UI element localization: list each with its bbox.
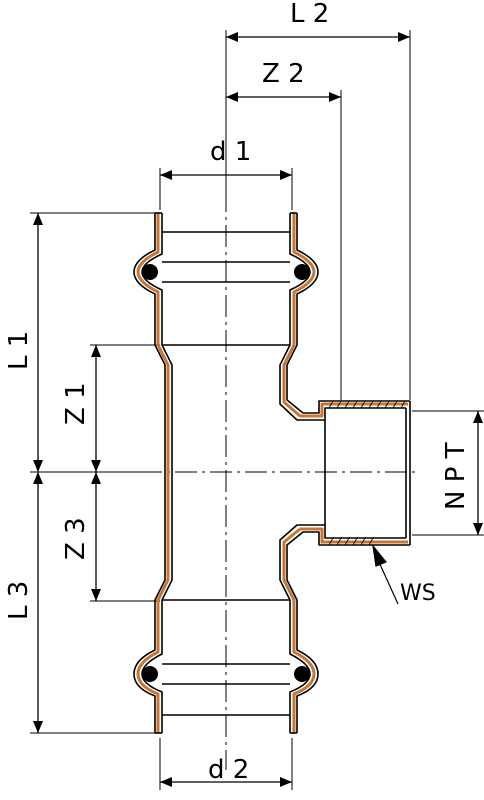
ws-leader: [372, 543, 399, 605]
label-L3: L 3: [4, 581, 34, 620]
centerlines: [140, 190, 420, 770]
o-ring-seals: [142, 264, 310, 682]
o-ring-top-right: [294, 264, 310, 280]
fitting-wall: [136, 213, 408, 733]
o-ring-top-left: [142, 264, 158, 280]
extension-lines: [30, 30, 484, 790]
label-L1: L 1: [4, 331, 34, 370]
dimension-lines: [33, 32, 483, 787]
fitting-outline: [133, 212, 411, 734]
label-WS: WS: [400, 581, 436, 606]
label-d1: d 1: [210, 137, 251, 167]
o-ring-bottom-left: [142, 666, 158, 682]
label-L2: L 2: [290, 0, 329, 29]
o-ring-bottom-right: [294, 666, 310, 682]
label-Z3: Z 3: [61, 517, 91, 560]
label-d2: d 2: [208, 755, 249, 785]
label-NPT: N P T: [441, 442, 471, 510]
thread-hatching: [328, 400, 406, 546]
label-Z1: Z 1: [61, 382, 91, 425]
label-Z2: Z 2: [262, 59, 305, 89]
